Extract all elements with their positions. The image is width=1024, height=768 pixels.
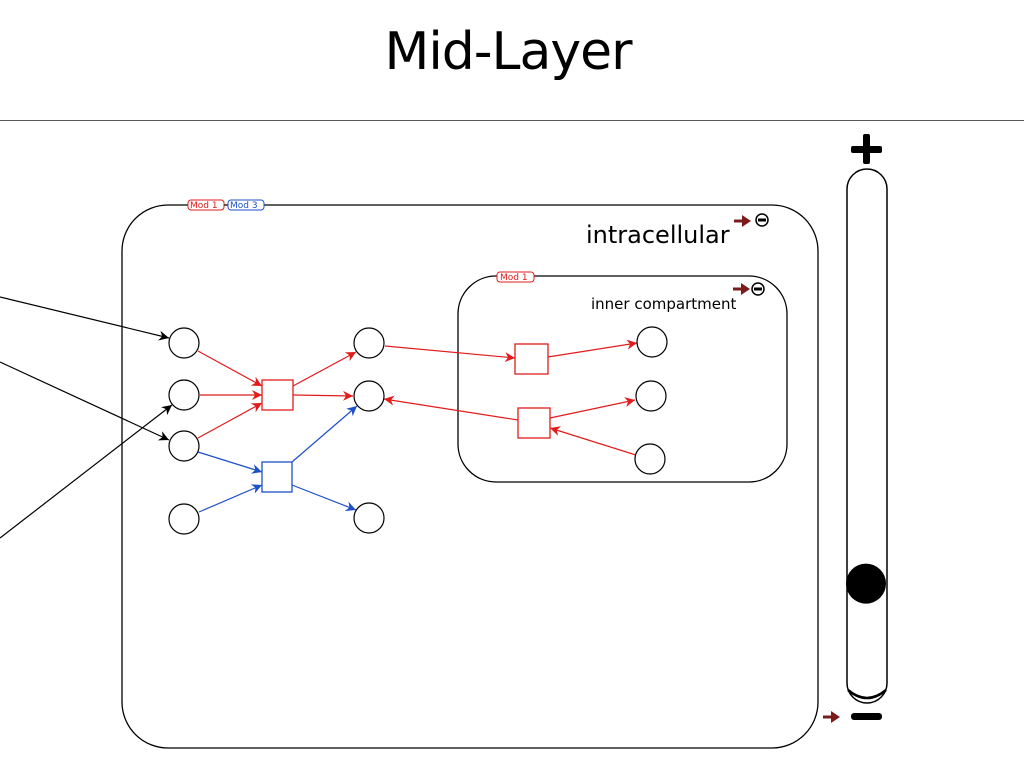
edge-r1-p1[interactable] bbox=[292, 351, 357, 387]
edge-r3-p2[interactable] bbox=[383, 395, 519, 421]
outer-tag-mod3-label: Mod 3 bbox=[230, 201, 258, 211]
species-node[interactable] bbox=[353, 380, 385, 412]
external-edge-1[interactable] bbox=[0, 296, 170, 341]
edge-s3-r1[interactable] bbox=[197, 402, 263, 439]
outer-tag-mod1-label: Mod 1 bbox=[190, 201, 218, 211]
zoom-out-minus-icon[interactable] bbox=[851, 713, 882, 720]
zoom-slider-thumb[interactable] bbox=[846, 563, 886, 604]
edge-r4-p2[interactable] bbox=[291, 405, 358, 463]
external-edge-3[interactable] bbox=[0, 404, 173, 539]
reaction-node[interactable] bbox=[514, 343, 549, 375]
species-node[interactable] bbox=[168, 327, 200, 359]
external-edge-2[interactable] bbox=[0, 361, 170, 441]
inner-tag-mod1[interactable]: Mod 1 bbox=[496, 271, 535, 283]
inner-tag-mod1-label: Mod 1 bbox=[500, 273, 528, 283]
species-node[interactable] bbox=[168, 379, 200, 411]
edge-p1-r2[interactable] bbox=[384, 345, 516, 363]
outer-tag-mod3[interactable]: Mod 3 bbox=[227, 199, 265, 211]
edge-s4-r4[interactable] bbox=[198, 484, 263, 513]
edge-s1-r1[interactable] bbox=[197, 350, 263, 387]
page-title: Mid-Layer bbox=[384, 22, 632, 82]
species-node[interactable] bbox=[636, 326, 668, 358]
edge-i3-r3[interactable] bbox=[549, 426, 637, 456]
inner-compartment[interactable] bbox=[457, 275, 788, 483]
zoom-in-plus-icon[interactable] bbox=[851, 134, 882, 164]
header-divider bbox=[0, 120, 1024, 121]
species-node[interactable] bbox=[168, 430, 200, 462]
reaction-node[interactable] bbox=[517, 407, 551, 439]
edge-r1-p2[interactable] bbox=[292, 390, 354, 401]
outer-collapse-minus-circle-icon[interactable] bbox=[755, 213, 769, 227]
outer-expand-arrow-icon[interactable] bbox=[734, 215, 751, 227]
edge-r4-p4[interactable] bbox=[291, 484, 357, 512]
outer-tag-mod1[interactable]: Mod 1 bbox=[187, 199, 225, 211]
species-node[interactable] bbox=[353, 327, 385, 359]
outer-compartment[interactable] bbox=[121, 204, 819, 749]
zoom-reset-arrow-icon[interactable] bbox=[823, 711, 840, 723]
inner-expand-arrow-icon[interactable] bbox=[733, 283, 750, 295]
species-node[interactable] bbox=[168, 503, 200, 535]
edge-r3-i2[interactable] bbox=[549, 397, 636, 419]
species-node[interactable] bbox=[635, 380, 667, 412]
inner-collapse-minus-circle-icon[interactable] bbox=[751, 282, 765, 296]
edge-s3-r4[interactable] bbox=[197, 451, 263, 474]
species-node[interactable] bbox=[634, 443, 666, 475]
edge-r2-i1[interactable] bbox=[547, 339, 638, 358]
species-node[interactable] bbox=[353, 502, 385, 534]
reaction-node[interactable] bbox=[261, 461, 293, 493]
outer-compartment-label: intracellular bbox=[586, 221, 730, 249]
inner-compartment-label: inner compartment bbox=[591, 295, 736, 313]
zoom-slider-track[interactable] bbox=[846, 168, 888, 704]
reaction-node[interactable] bbox=[261, 379, 294, 411]
